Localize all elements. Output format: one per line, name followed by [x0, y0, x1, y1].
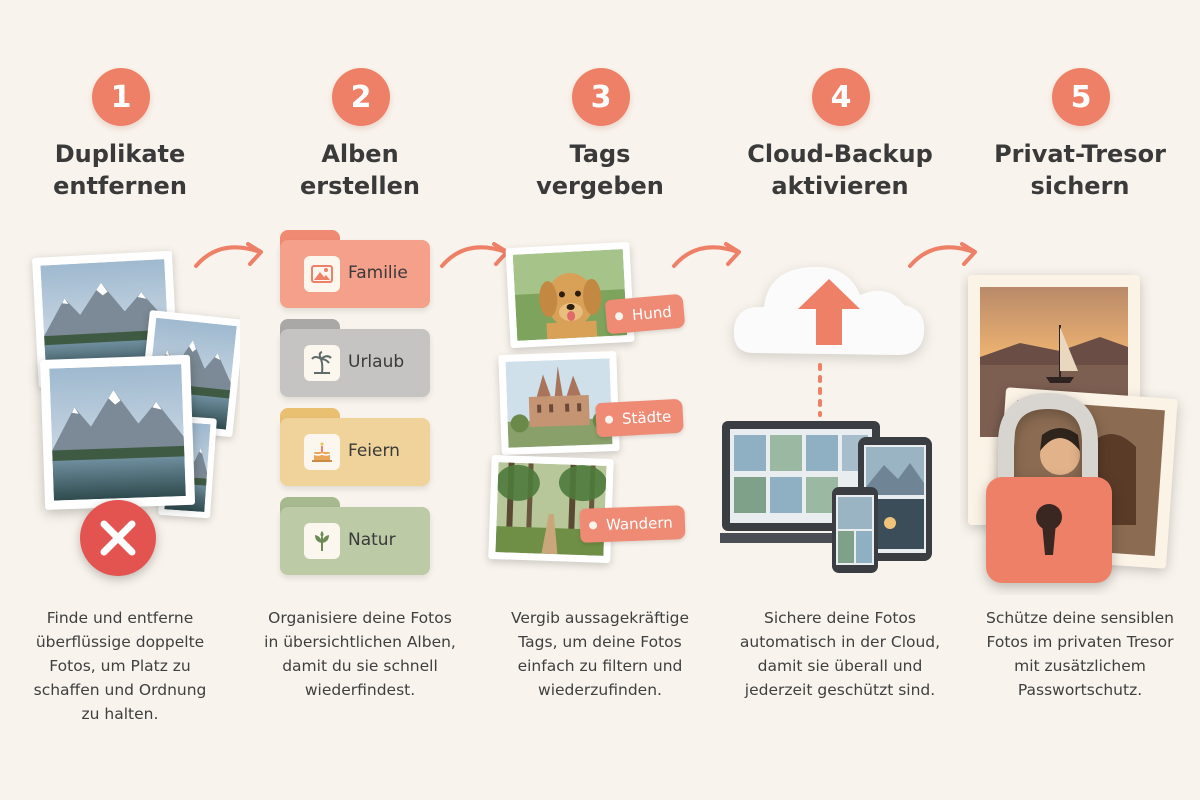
cake-icon [304, 434, 340, 470]
phone-icon [832, 487, 878, 573]
palm-tree-icon [304, 345, 340, 381]
step-description-line: überflüssige doppelte [35, 633, 205, 651]
tag-label: Wandern [605, 513, 674, 534]
duplicate-photo [32, 250, 179, 388]
step-description: Sichere deine Fotos automatisch in der C… [730, 606, 950, 702]
step-number-badge: 5 [1052, 68, 1110, 126]
tag-wandern[interactable]: Wandern [579, 505, 686, 543]
step-description-line: damit sie überall und [757, 657, 923, 675]
step-title-line: Tags [569, 140, 631, 168]
step-title-line: Privat-Tresor [994, 140, 1166, 168]
step-description: Schütze deine sensiblen Fotos im private… [970, 606, 1190, 702]
step-title: Cloud-Backup aktivieren [720, 138, 960, 202]
album-folder-label: Natur [348, 530, 396, 550]
tag-label: Städte [621, 407, 672, 428]
step-description: Finde und entferne überflüssige doppelte… [10, 606, 230, 726]
step-title: Tags vergeben [480, 138, 720, 202]
tag-staedte[interactable]: Städte [595, 398, 685, 438]
photo-forest [488, 454, 614, 564]
tag-hund[interactable]: Hund [604, 293, 686, 335]
step-description-line: schaffen und Ordnung [33, 681, 207, 699]
step-title-line: erstellen [300, 172, 420, 200]
duplicate-photos-illustration [0, 225, 245, 595]
album-folder-label: Familie [348, 263, 408, 283]
step-title-line: Duplikate [54, 140, 186, 168]
album-folder-urlaub[interactable]: Urlaub [280, 319, 430, 397]
album-folder-natur[interactable]: Natur [280, 497, 430, 575]
leaf-icon [304, 523, 340, 559]
arrow-icon [908, 242, 977, 268]
step-2: 2 Alben erstellen Familie Urlaub [240, 0, 480, 800]
step-description-line: Finde und entferne [46, 609, 194, 627]
private-vault-illustration [960, 225, 1200, 595]
step-number-badge: 4 [812, 68, 870, 126]
duplicate-photo [40, 354, 196, 510]
step-title-line: aktivieren [771, 172, 909, 200]
step-title: Privat-Tresor sichern [960, 138, 1200, 202]
step-3: 3 Tags vergeben Hund [480, 0, 720, 800]
step-title-line: Alben [321, 140, 399, 168]
step-description-line: jederzeit geschützt sind. [744, 681, 936, 699]
photo-dog [505, 241, 635, 349]
step-description-line: Sichere deine Fotos [764, 609, 916, 627]
step-description-line: Passwortschutz. [1017, 681, 1143, 699]
step-description-line: wiederfindest. [304, 681, 416, 699]
step-description-line: zu halten. [81, 705, 159, 723]
album-folder-familie[interactable]: Familie [280, 230, 430, 308]
step-number-badge: 1 [92, 68, 150, 126]
step-description-line: Fotos im privaten Tresor [986, 633, 1174, 651]
step-description: Vergib aussagekräftige Tags, um deine Fo… [490, 606, 710, 702]
step-description-line: wiederzufinden. [538, 681, 662, 699]
step-title-line: vergeben [536, 172, 664, 200]
album-folder-label: Urlaub [348, 352, 405, 372]
step-description-line: Fotos, um Platz zu [49, 657, 191, 675]
album-folder-label: Feiern [348, 441, 400, 461]
step-number-badge: 2 [332, 68, 390, 126]
cloud-backup-illustration [706, 225, 960, 595]
album-folder-feiern[interactable]: Feiern [280, 408, 430, 486]
step-description-line: einfach zu filtern und [517, 657, 683, 675]
photo-city [498, 350, 620, 456]
album-folders-illustration: Familie Urlaub Feiern Natu [240, 225, 480, 595]
step-description-line: Vergib aussagekräftige [510, 609, 690, 627]
tagged-photos-illustration: Hund Städte [480, 225, 720, 595]
lock-icon [986, 392, 1112, 583]
step-title-line: sichern [1030, 172, 1130, 200]
delete-x-icon [80, 500, 156, 576]
step-5: 5 Privat-Tresor sichern [960, 0, 1200, 800]
step-title-line: Cloud-Backup [747, 140, 933, 168]
step-title: Alben erstellen [240, 138, 480, 202]
step-description-line: Tags, um deine Fotos [518, 633, 682, 651]
step-number-badge: 3 [572, 68, 630, 126]
step-description-line: automatisch in der Cloud, [739, 633, 941, 651]
step-4: 4 Cloud-Backup aktivieren [706, 0, 960, 800]
arrow-icon [194, 242, 263, 268]
step-description: Organisiere deine Fotos in übersichtlich… [250, 606, 470, 702]
step-title: Duplikate entfernen [0, 138, 240, 202]
image-icon [304, 256, 340, 292]
step-description-line: in übersichtlichen Alben, [264, 633, 456, 651]
step-1: 1 Duplikate entfernen [0, 0, 245, 800]
step-title-line: entfernen [53, 172, 187, 200]
step-description-line: Organisiere deine Fotos [268, 609, 452, 627]
step-description-line: mit zusätzlichem [1014, 657, 1146, 675]
step-description-line: damit du sie schnell [282, 657, 438, 675]
tag-label: Hund [631, 302, 673, 325]
arrow-icon [672, 242, 741, 268]
step-description-line: Schütze deine sensiblen [986, 609, 1174, 627]
